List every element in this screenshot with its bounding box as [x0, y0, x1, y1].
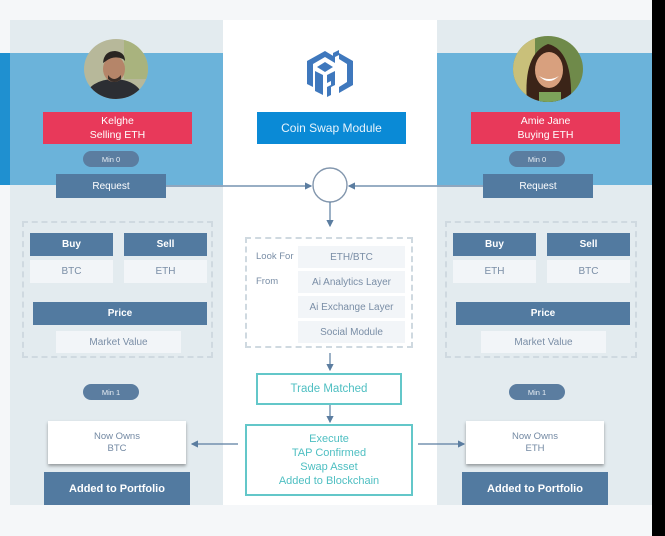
left-avatar: [84, 39, 148, 99]
right-user-card: Amie Jane Buying ETH: [471, 112, 620, 144]
coin-swap-module-button[interactable]: Coin Swap Module: [257, 112, 406, 144]
left-min-top: Min 0: [83, 151, 139, 167]
left-now-owns-card: Now Owns BTC: [48, 421, 186, 464]
left-now-owns-label: Now Owns: [94, 430, 140, 442]
right-user-name: Amie Jane: [520, 115, 571, 127]
right-sell-value: BTC: [547, 260, 630, 283]
man-avatar-icon: [84, 39, 148, 99]
left-now-owns-value: BTC: [107, 442, 127, 454]
left-price-header: Price: [33, 302, 207, 325]
lookup-item: Ai Exchange Layer: [298, 296, 405, 318]
left-buy-value: BTC: [30, 260, 113, 283]
match-circle: [312, 167, 348, 203]
execute-box: Execute TAP Confirmed Swap Asset Added t…: [245, 424, 413, 496]
right-price-value: Market Value: [481, 331, 606, 353]
right-price-header: Price: [456, 302, 630, 325]
left-request-button[interactable]: Request: [56, 174, 166, 198]
logo-icon: [303, 47, 357, 101]
right-buy-header: Buy: [453, 233, 536, 256]
from-label: From: [256, 276, 279, 287]
left-sell-header: Sell: [124, 233, 207, 256]
right-black-edge: [652, 0, 665, 536]
execute-line: Added to Blockchain: [278, 475, 380, 487]
left-sell-value: ETH: [124, 260, 207, 283]
execute-line: Swap Asset: [300, 461, 358, 473]
right-order-box: [445, 221, 637, 358]
lookup-item: Ai Analytics Layer: [298, 271, 405, 293]
right-avatar: [513, 36, 583, 102]
right-user-action: Buying ETH: [517, 129, 574, 141]
trade-matched-box: Trade Matched: [256, 373, 402, 405]
right-sell-header: Sell: [547, 233, 630, 256]
left-added-to-portfolio: Added to Portfolio: [44, 472, 190, 505]
left-user-name: Kelghe: [101, 115, 134, 127]
lookup-box: [245, 237, 413, 348]
look-for-label: Look For: [256, 251, 294, 262]
woman-avatar-icon: [513, 36, 583, 102]
right-now-owns-label: Now Owns: [512, 430, 558, 442]
hexagon-cube-logo-icon: [307, 50, 353, 97]
left-user-action: Selling ETH: [89, 129, 146, 141]
right-added-to-portfolio: Added to Portfolio: [462, 472, 608, 505]
right-now-owns-card: Now Owns ETH: [466, 421, 604, 464]
left-buy-header: Buy: [30, 233, 113, 256]
execute-line: Execute: [309, 433, 349, 445]
left-edge-strip: [0, 53, 10, 185]
lookup-item: Social Module: [298, 321, 405, 343]
right-buy-value: ETH: [453, 260, 536, 283]
execute-line: TAP Confirmed: [291, 447, 367, 459]
right-request-button[interactable]: Request: [483, 174, 593, 198]
right-min-top: Min 0: [509, 151, 565, 167]
lookup-item: ETH/BTC: [298, 246, 405, 268]
right-min-bottom: Min 1: [509, 384, 565, 400]
trade-matched-label: Trade Matched: [290, 383, 368, 395]
left-price-value: Market Value: [56, 331, 181, 353]
left-user-card: Kelghe Selling ETH: [43, 112, 192, 144]
right-now-owns-value: ETH: [525, 442, 545, 454]
left-min-bottom: Min 1: [83, 384, 139, 400]
left-order-box: [22, 221, 213, 358]
